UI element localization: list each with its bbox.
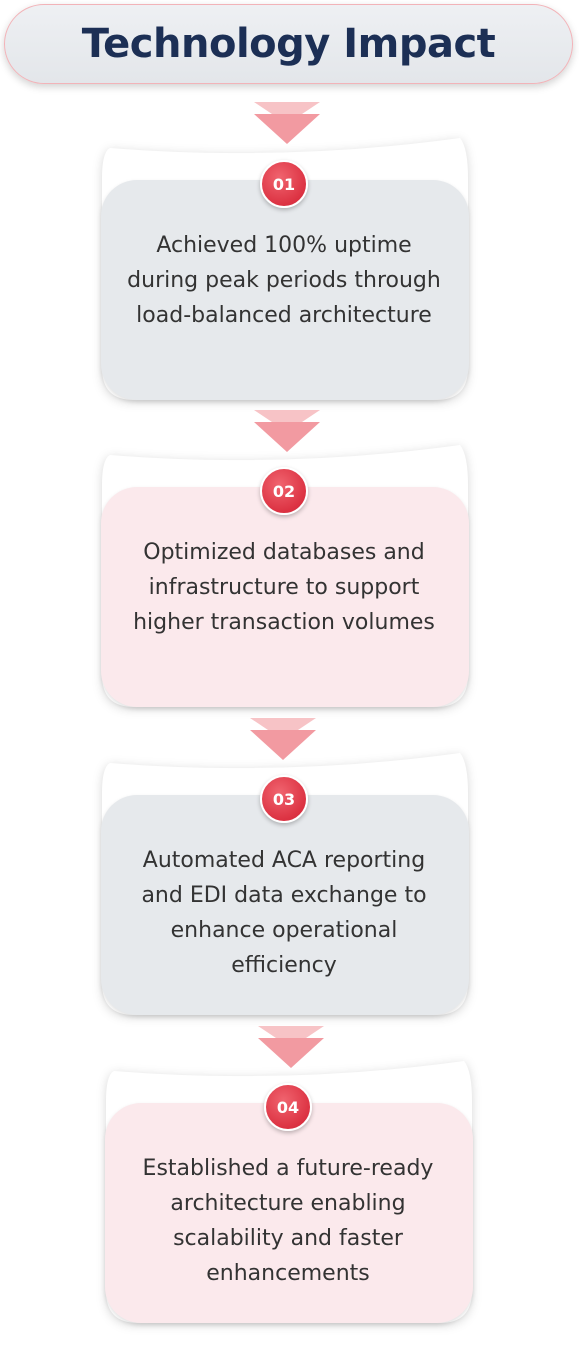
step-number-badge: 02 [260, 467, 308, 515]
down-arrow-icon [258, 1026, 324, 1068]
down-arrow-icon [254, 410, 320, 452]
step-text: Optimized databases and infrastructure t… [133, 540, 435, 635]
step-card-2: 02 Optimized databases and infrastructur… [100, 445, 470, 707]
step-number-badge: 04 [264, 1083, 312, 1131]
down-arrow-icon [254, 102, 320, 144]
step-card-3: 03 Automated ACA reporting and EDI data … [100, 753, 470, 1015]
card-body [101, 180, 469, 400]
title-banner: Technology Impact [4, 4, 573, 84]
page-title: Technology Impact [81, 21, 496, 67]
card-body [101, 487, 469, 707]
step-number-badge: 03 [260, 775, 308, 823]
step-text: Established a future-ready architecture … [142, 1156, 434, 1286]
down-arrow-icon [250, 718, 316, 760]
step-card-4: 04 Established a future-ready architectu… [104, 1061, 474, 1323]
step-text: Achieved 100% uptime during peak periods… [127, 233, 441, 328]
card-body [105, 1103, 473, 1323]
step-card-1: 01 Achieved 100% uptime during peak peri… [100, 138, 470, 400]
step-text: Automated ACA reporting and EDI data exc… [141, 848, 427, 978]
card-body [101, 795, 469, 1015]
step-number-badge: 01 [260, 160, 308, 208]
